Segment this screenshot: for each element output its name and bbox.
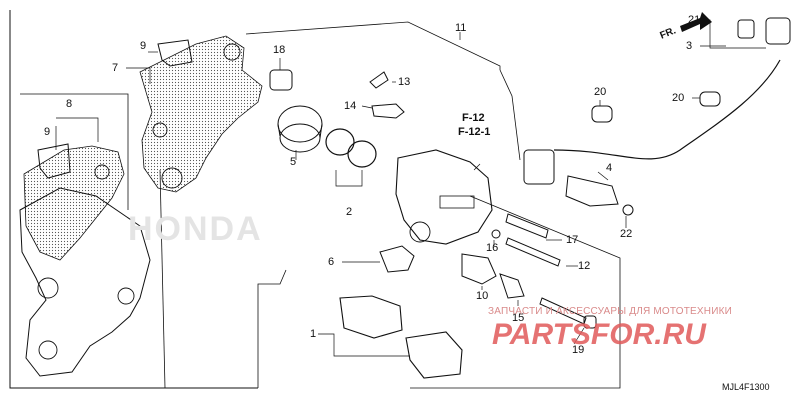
watermark-logo: PARTSFOR.RU (492, 318, 706, 351)
part-label-11: 11 (455, 22, 467, 34)
piston-sides (277, 123, 323, 139)
watermark-text: ЗАПЧАСТИ И АКСЕССУАРЫ ДЛЯ МОТОТЕХНИКИ (488, 306, 733, 317)
diagram-code: MJL4F1300 (722, 382, 770, 392)
pad-spring-6 (379, 245, 415, 273)
stay-hole-3 (117, 287, 135, 305)
group-box-caliper-top (245, 21, 501, 70)
forward-arrow-icon (680, 12, 712, 32)
sensor-connector (765, 17, 791, 45)
part-label-2: 2 (346, 206, 353, 218)
part-label-1: 1 (310, 328, 317, 340)
slide-pin-17 (505, 213, 549, 239)
caliper-badge (439, 195, 475, 209)
sensor-cable (553, 59, 781, 160)
caliper-mount-hole (409, 221, 431, 243)
brake-pad-1b (405, 331, 463, 379)
part-label-8: 8 (66, 98, 73, 110)
frame-left-border (9, 10, 258, 389)
reference-f12-1[interactable]: F-12-1 (458, 126, 491, 138)
part-label-20-upper: 20 (594, 86, 607, 98)
group-box-caliper-right (499, 69, 521, 161)
brand-mark: HONDA (128, 210, 263, 248)
bracket-hole-1 (161, 167, 183, 189)
pad-spring-9-lower (37, 143, 71, 179)
part-label-16: 16 (486, 242, 499, 254)
part-label-6: 6 (328, 256, 335, 268)
brake-pad-1a (339, 295, 403, 339)
caliper-body (395, 149, 493, 245)
dust-seal (347, 140, 377, 168)
sensor-stay-4 (565, 175, 619, 207)
part-label-10: 10 (476, 290, 489, 302)
part-label-9-lower: 9 (44, 126, 51, 138)
pin-boot-10 (461, 253, 497, 285)
caliper-bracket-7 (139, 35, 263, 193)
part-label-13: 13 (398, 76, 411, 88)
bracket-hole-2 (152, 122, 168, 138)
part-label-7: 7 (112, 62, 119, 74)
part-label-12: 12 (578, 260, 591, 272)
part-label-15: 15 (512, 312, 525, 324)
stay-plate (19, 187, 151, 377)
bleeder-screw (369, 71, 389, 89)
part-label-20-right: 20 (672, 92, 685, 104)
group-box-caliper-left (159, 169, 166, 389)
part-label-3: 3 (686, 40, 693, 52)
bolt-19-head (583, 315, 597, 329)
part-label-17: 17 (566, 234, 579, 246)
caliper-bracket-8 (23, 145, 125, 261)
group-box-bracket-8 (20, 93, 129, 110)
cable-clamp-20a (591, 105, 613, 123)
part-label-18: 18 (273, 44, 286, 56)
part-label-4: 4 (606, 162, 613, 174)
reference-f12[interactable]: F-12 (462, 112, 485, 124)
piston-bottom (279, 123, 321, 153)
bleeder-fitting (371, 103, 405, 119)
part-label-22: 22 (620, 228, 633, 240)
bolt-22 (622, 204, 634, 216)
part-label-21: 21 (688, 14, 701, 26)
speed-sensor (523, 149, 555, 185)
part-label-19: 19 (572, 344, 585, 356)
bleeder-cap (269, 69, 293, 91)
pad-spring-9-upper (157, 39, 193, 67)
stay-hole-4 (94, 164, 110, 180)
part-label-14: 14 (344, 100, 357, 112)
o-ring-16 (491, 229, 501, 239)
group-box-pads (257, 269, 287, 388)
group-box-caliper-lower (410, 195, 621, 389)
stay-hole-2 (38, 340, 58, 360)
part-label-9-upper: 9 (140, 40, 147, 52)
pin-sleeve-15 (499, 273, 525, 299)
slide-pin-12 (505, 237, 561, 267)
bracket-hole-3 (223, 43, 241, 61)
connector-clip-21 (737, 19, 755, 39)
stay-hole-1 (37, 277, 59, 299)
piston-seal (325, 128, 355, 156)
cable-clamp-20b (699, 91, 721, 107)
part-label-5: 5 (290, 156, 297, 168)
